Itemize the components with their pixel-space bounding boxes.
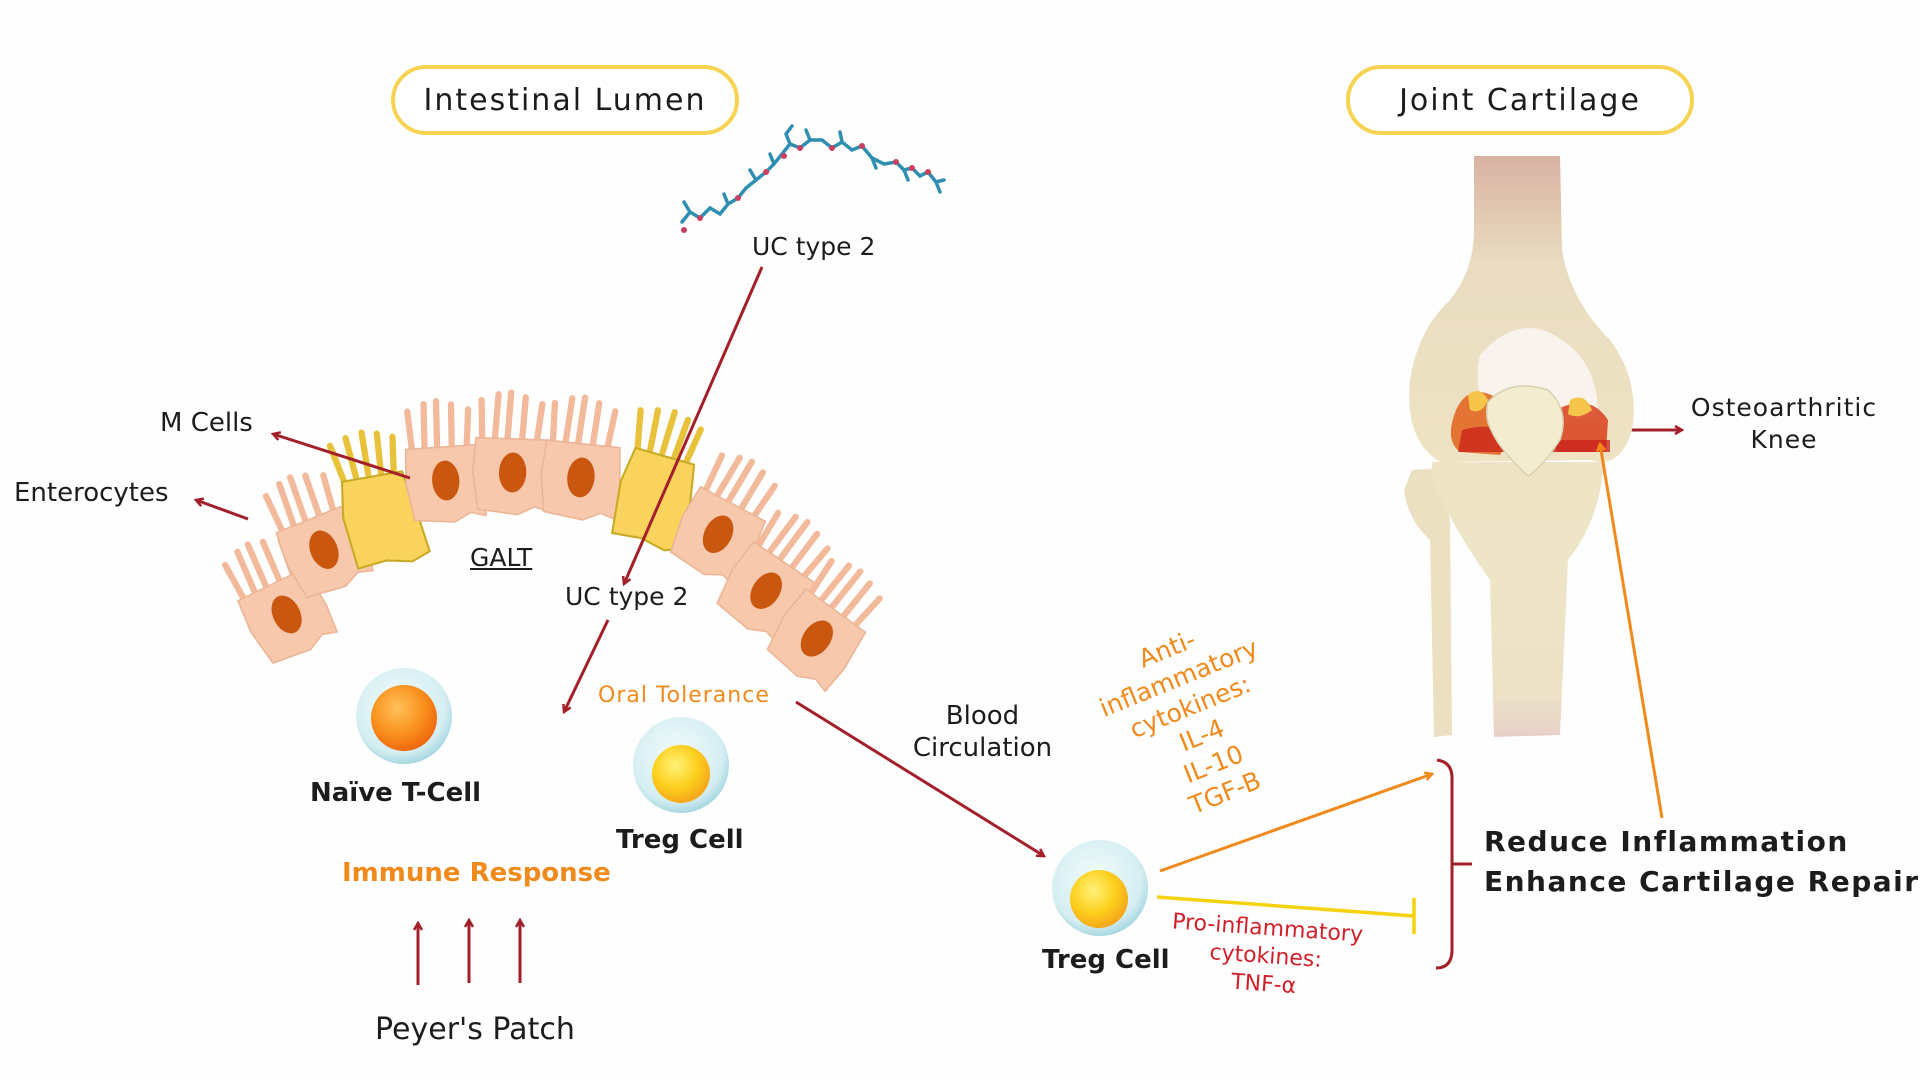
treg-cell-gut-label: Treg Cell [616, 825, 744, 855]
blood-circulation-label: Blood Circulation [900, 700, 1065, 764]
immune-response-label: Immune Response [342, 858, 611, 888]
joint-cartilage-title: Joint Cartilage [1399, 82, 1641, 118]
osteoarthritic-knee-label: Osteoarthritic Knee [1688, 392, 1880, 456]
pro-inflammatory-cytokines: Pro-inflammatory cytokines: TNF-α [1167, 908, 1364, 1005]
enterocyte-cell [537, 394, 629, 523]
blood-circulation-line-2: Circulation [912, 733, 1053, 763]
osteoarthritic-line-2: Knee [1750, 425, 1818, 454]
uc-type2-absorbed-label: UC type 2 [565, 582, 689, 611]
joint-cartilage-pill: Joint Cartilage [1346, 65, 1694, 135]
uc-type2-to-immune-arrow [564, 619, 610, 712]
osteoarthritic-line-1: Osteoarthritic [1690, 393, 1878, 422]
m-cells-pointer-arrow [273, 434, 411, 480]
intestinal-lumen-pill: Intestinal Lumen [391, 65, 739, 135]
outcome-bracket [1435, 758, 1454, 970]
uc-type2-absorption-arrow [624, 266, 764, 584]
intestinal-lumen-title: Intestinal Lumen [423, 82, 707, 118]
cartilage-repair-arrow [1600, 444, 1664, 819]
galt-epithelium [216, 391, 896, 696]
blood-circulation-arrow [795, 700, 1044, 856]
naive-t-cell-icon [356, 668, 452, 764]
outcome-label: Reduce Inflammation Enhance Cartilage Re… [1484, 822, 1920, 902]
collagen-molecule-icon [680, 124, 946, 233]
enterocytes-pointer-arrow [196, 500, 249, 521]
treg-cell-blood-icon [1052, 840, 1148, 936]
peyers-patch-label: Peyer's Patch [375, 1012, 575, 1047]
m-cells-label: M Cells [160, 408, 253, 438]
pro-inflammatory-inhibit-line [1156, 895, 1415, 918]
uc-type2-source-label: UC type 2 [752, 232, 876, 261]
galt-label: GALT [470, 543, 533, 572]
treg-cell-gut-icon [633, 717, 729, 813]
enterocytes-label: Enterocytes [14, 478, 169, 508]
outcome-reduce-inflammation: Reduce Inflammation [1484, 825, 1849, 858]
oral-tolerance-label: Oral Tolerance [598, 683, 770, 708]
outcome-enhance-cartilage-repair: Enhance Cartilage Repair [1484, 865, 1920, 898]
naive-t-cell-label: Naïve T-Cell [310, 778, 482, 808]
blood-circulation-line-1: Blood [945, 701, 1020, 731]
osteoarthritic-knee-illustration [1404, 156, 1634, 737]
anti-inflammatory-arrow [1159, 774, 1432, 873]
treg-cell-blood-label: Treg Cell [1042, 945, 1170, 975]
